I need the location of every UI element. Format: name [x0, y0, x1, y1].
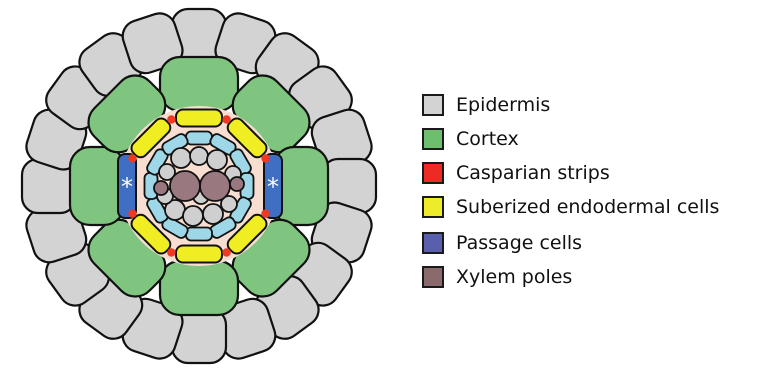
legend-passage-cells: Passage cells: [422, 230, 582, 256]
legend-swatch: [422, 266, 444, 288]
pericycle-cell: [186, 132, 212, 145]
xylem-pole: [154, 181, 168, 195]
legend-suberized-endodermal-cells: Suberized endodermal cells: [422, 194, 719, 220]
legend-swatch: [422, 162, 444, 184]
xylem-pole: [200, 171, 230, 201]
casparian-strip: [261, 209, 269, 217]
legend-swatch: [422, 94, 444, 116]
legend-label: Cortex: [456, 128, 519, 150]
legend-swatch: [422, 196, 444, 218]
casparian-strip: [128, 209, 136, 217]
casparian-strip: [128, 154, 136, 162]
legend-xylem-poles: Xylem poles: [422, 264, 572, 290]
pericycle-cell: [186, 228, 212, 241]
legend-epidermis: Epidermis: [422, 92, 550, 118]
stele-cell: [183, 206, 203, 226]
suberized-endodermal-cell: [176, 110, 222, 127]
root-cross-section-diagram: **: [0, 0, 400, 370]
stele-cell: [203, 204, 223, 224]
legend-cortex: Cortex: [422, 126, 519, 152]
legend-swatch: [422, 232, 444, 254]
legend-swatch: [422, 128, 444, 150]
cortex-cell: [160, 57, 238, 111]
suberized-endodermal-cell: [176, 246, 222, 263]
cortex-cell: [160, 261, 238, 315]
xylem-pole: [170, 171, 200, 201]
legend-label: Epidermis: [456, 94, 550, 116]
legend-label: Passage cells: [456, 232, 582, 254]
casparian-strip: [222, 115, 230, 123]
stele-cell: [190, 147, 208, 165]
stele-cell: [171, 148, 191, 168]
legend-label: Xylem poles: [456, 266, 572, 288]
legend-casparian-strips: Casparian strips: [422, 160, 610, 186]
passage-cell-asterisk: *: [121, 173, 133, 201]
legend-label: Suberized endodermal cells: [456, 196, 719, 218]
passage-cell-asterisk: *: [267, 173, 279, 201]
xylem-pole: [230, 177, 244, 191]
stele-cell: [207, 150, 227, 170]
casparian-strip: [261, 154, 269, 162]
legend-label: Casparian strips: [456, 162, 610, 184]
casparian-strip: [222, 248, 230, 256]
cortex-cell: [70, 147, 124, 225]
casparian-strip: [167, 115, 175, 123]
casparian-strip: [167, 248, 175, 256]
